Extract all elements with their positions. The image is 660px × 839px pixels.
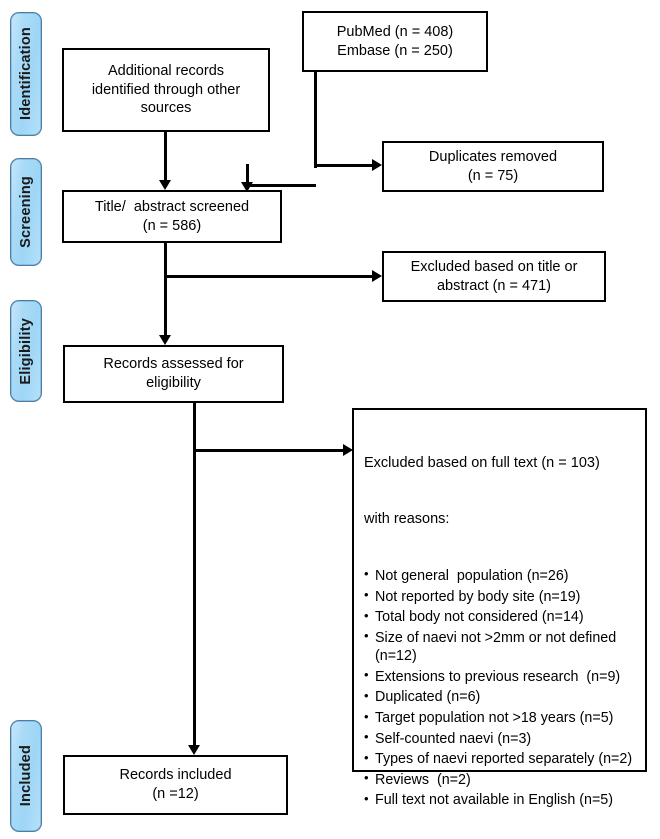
arrow-assessed-to-excluded-fulltext	[343, 443, 353, 456]
connector-databases-left	[246, 184, 316, 187]
box-excluded-title-line1: Excluded based on title or	[410, 258, 578, 275]
list-item: Types of naevi reported separately (n=2)	[364, 750, 637, 769]
box-other-sources-line1: Additional records	[107, 63, 225, 80]
box-screened-line2: (n = 586)	[142, 217, 202, 234]
list-item: Extensions to previous research (n=9)	[364, 667, 637, 687]
connector-screened-trunk	[164, 243, 167, 335]
arrow-other-sources-to-screened	[158, 180, 171, 190]
box-screened-line1: Title/ abstract screened	[94, 198, 250, 215]
connector-screened-to-excluded-title	[164, 275, 374, 278]
arrow-databases-to-screened	[240, 182, 253, 192]
connector-assessed-to-excluded-fulltext	[193, 449, 345, 452]
connector-assessed-trunk	[193, 403, 196, 745]
box-duplicates-line1: Duplicates removed	[428, 148, 558, 165]
box-other-sources-line2: identified through other	[91, 81, 241, 98]
list-item: Not general population (n=26)	[364, 566, 637, 586]
connector-databases-to-duplicates	[314, 164, 374, 167]
stage-label-eligibility: Eligibility	[10, 300, 42, 402]
box-other-sources: Additional records identified through ot…	[62, 48, 270, 132]
box-databases-line1: PubMed (n = 408)	[336, 23, 454, 40]
box-records-assessed: Records assessed for eligibility	[63, 345, 284, 403]
list-item: Self-counted naevi (n=3)	[364, 729, 637, 749]
list-item: Size of naevi not >2mm or not defined (n…	[364, 628, 637, 666]
box-included-line2: (n =12)	[152, 786, 199, 802]
box-title-abstract-screened: Title/ abstract screened (n = 586)	[62, 190, 282, 243]
connector-databases-down	[246, 164, 249, 186]
box-assessed-line1: Records assessed for	[103, 356, 244, 373]
box-excluded-fulltext-line1: Excluded based on full text (n = 103)	[364, 455, 600, 472]
list-item: Not reported by body site (n=19)	[364, 587, 637, 607]
arrow-screened-to-assessed	[158, 335, 171, 345]
stage-label-screening: Screening	[10, 158, 42, 266]
connector-other-sources-to-screened	[164, 132, 167, 180]
box-included-line1: Records included	[119, 767, 232, 784]
list-item: Duplicated (n=6)	[364, 688, 637, 707]
list-item: Reviews (n=2)	[364, 770, 637, 790]
stage-label-included-text: Included	[18, 745, 34, 807]
stage-label-included: Included	[10, 720, 42, 832]
list-item: Total body not considered (n=14)	[364, 608, 637, 627]
box-excluded-title-abstract: Excluded based on title or abstract (n =…	[382, 251, 606, 302]
exclusion-reason-list: Not general population (n=26) Not report…	[364, 566, 637, 810]
box-excluded-fulltext-line2: with reasons:	[364, 511, 450, 528]
arrow-assessed-to-included	[187, 745, 200, 755]
stage-label-identification-text: Identification	[18, 27, 34, 121]
box-duplicates-removed: Duplicates removed (n = 75)	[382, 141, 604, 192]
box-duplicates-line2: (n = 75)	[467, 167, 519, 184]
stage-label-eligibility-text: Eligibility	[18, 317, 34, 385]
box-other-sources-line3: sources	[140, 100, 192, 117]
box-records-included: Records included (n =12)	[63, 755, 288, 815]
box-assessed-line2: eligibility	[146, 375, 201, 391]
connector-databases-trunk	[314, 72, 317, 168]
arrow-screened-to-excluded-title	[372, 269, 382, 282]
box-databases: PubMed (n = 408) Embase (n = 250)	[302, 11, 488, 72]
box-excluded-title-line2: abstract (n = 471)	[436, 277, 552, 294]
box-excluded-fulltext: Excluded based on full text (n = 103) wi…	[352, 408, 647, 808]
list-item: Target population not >18 years (n=5)	[364, 709, 637, 728]
arrow-databases-to-duplicates	[372, 158, 382, 171]
box-databases-line2: Embase (n = 250)	[337, 42, 453, 59]
list-item: Full text not available in English (n=5)	[364, 791, 637, 810]
stage-label-identification: Identification	[10, 12, 42, 136]
stage-label-screening-text: Screening	[18, 176, 34, 248]
